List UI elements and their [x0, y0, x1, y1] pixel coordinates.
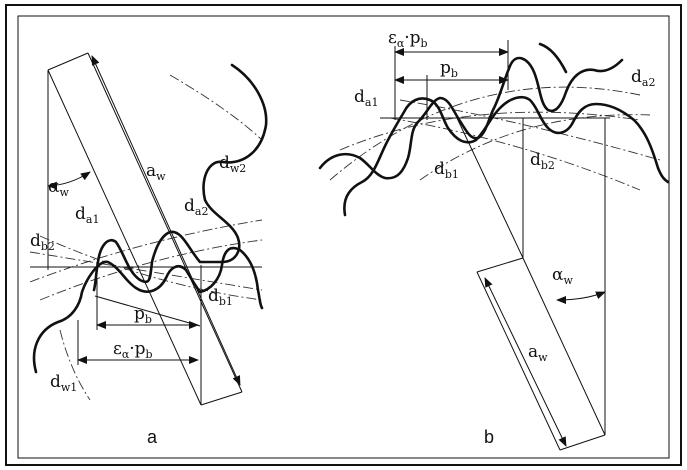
- panel-a-alpha-arc: [47, 171, 91, 190]
- panel-b-aw-label: aw: [528, 342, 548, 364]
- panel-a-gear-lower: [32, 246, 264, 374]
- panel-a-caption: a: [147, 427, 158, 447]
- outer-border: [5, 4, 682, 466]
- panel-a-db1-label: db1: [208, 286, 233, 308]
- panel-b-eps-label: εα·pb: [388, 28, 428, 50]
- panel-b-da2-label: da2: [631, 67, 655, 89]
- panel-a-dw1-label: dw1: [50, 372, 77, 394]
- panel-b-db1-label: db1: [434, 159, 459, 181]
- panel-a-da1-label: da1: [75, 204, 99, 226]
- panel-a-aw-arrow: [91, 55, 241, 386]
- panel-a-aw-label: aw: [146, 161, 166, 183]
- panel-b-alpha-arc: [556, 291, 606, 304]
- panel-a-gear-upper: [92, 63, 268, 292]
- panel-a-alpha-w-label: αw: [48, 177, 69, 199]
- panel-a-db2-label: db2: [30, 231, 55, 253]
- panel-a-eps-label: εα·pb: [113, 339, 153, 361]
- panel-b-gear-profile-2: [343, 95, 670, 217]
- panel-b-aw-arrow: [484, 277, 567, 447]
- panel-b-da1-label: da1: [354, 87, 378, 109]
- panel-b-alpha-w-label: αw: [552, 265, 573, 287]
- panel-b-pb-label: pb: [440, 58, 458, 80]
- panel-b: εα·pb pb da1 da2 db1 db2 αw aw b: [318, 28, 670, 451]
- panel-a-dw2-label: dw2: [219, 153, 246, 175]
- panel-a-da2-label: da2: [184, 196, 208, 218]
- panel-b-caption: b: [484, 427, 494, 447]
- panel-b-db2-label: db2: [530, 150, 555, 172]
- panel-a-pb-label: pb: [134, 304, 152, 326]
- panel-b-gear-profile-3: [538, 42, 568, 74]
- panel-a: αw aw dw2 da1 da2 db2 db1 pb εα·pb dw1 a: [29, 52, 268, 447]
- inner-border: [17, 15, 670, 459]
